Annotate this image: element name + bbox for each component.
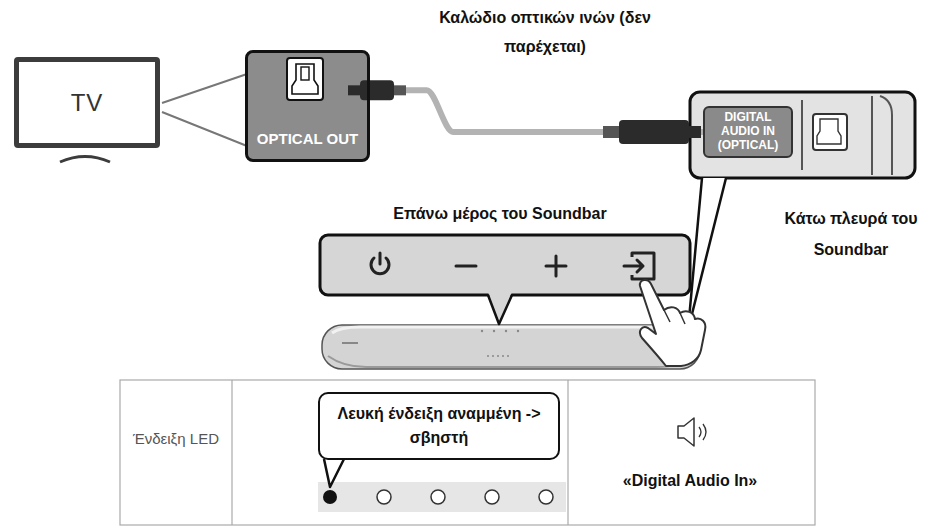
tv-stand bbox=[60, 157, 110, 163]
table-cell: «Digital Audio In» bbox=[580, 470, 800, 492]
node-text: TV bbox=[71, 89, 104, 117]
table-cell: Ένδειξη LED bbox=[131, 425, 221, 454]
cable-plug bbox=[392, 85, 406, 95]
hand-pointer bbox=[640, 280, 705, 366]
soundbar-shade bbox=[328, 356, 696, 367]
table-divider bbox=[231, 380, 232, 525]
optical-port bbox=[813, 114, 847, 150]
soundbar-highlight bbox=[332, 327, 692, 333]
callout-line bbox=[162, 112, 247, 146]
view-label: Επάνω μέρος του Soundbar bbox=[350, 203, 650, 225]
status-callout: Λευκή ένδειξη αναμμένη -> σβηστή bbox=[318, 392, 560, 460]
led-off bbox=[539, 490, 553, 504]
port-label: DIGITAL AUDIO IN (OPTICAL) bbox=[703, 106, 793, 158]
node-text: OPTICAL OUT bbox=[257, 130, 358, 147]
optical-port-shape bbox=[817, 119, 841, 144]
table-divider bbox=[567, 380, 568, 525]
button-panel bbox=[320, 235, 690, 295]
led-off bbox=[431, 490, 445, 504]
speaker-icon bbox=[699, 424, 706, 440]
node-text: DIGITAL AUDIO IN (OPTICAL) bbox=[709, 111, 787, 152]
port-panel: OPTICAL OUT bbox=[245, 50, 370, 162]
hand-pointer bbox=[664, 310, 685, 324]
table-frame bbox=[120, 380, 815, 525]
port-panel-fill bbox=[247, 52, 368, 160]
panel-edge bbox=[871, 96, 873, 175]
led-off bbox=[377, 490, 391, 504]
speaker-icon bbox=[678, 418, 694, 446]
cable-plug bbox=[619, 120, 689, 144]
cable-plug bbox=[603, 126, 621, 138]
soundbar-logo bbox=[342, 342, 358, 344]
soundbar-rear-panel bbox=[690, 92, 915, 178]
callout-pointer bbox=[488, 292, 512, 324]
callout-line bbox=[162, 74, 247, 103]
volume-up-icon bbox=[555, 256, 558, 276]
panel-edge bbox=[801, 100, 803, 170]
power-icon bbox=[379, 253, 382, 264]
callout-pointer bbox=[688, 178, 726, 330]
led-off bbox=[485, 490, 499, 504]
callout-pointer bbox=[488, 295, 512, 324]
soundbar-dots bbox=[481, 330, 519, 357]
input-icon bbox=[624, 260, 643, 272]
cable-plug bbox=[360, 80, 394, 100]
volume-down-icon bbox=[456, 265, 476, 268]
view-label: Κάτω πλευρά του Soundbar bbox=[776, 203, 926, 265]
optical-port-shape bbox=[301, 67, 309, 80]
panel-edge bbox=[880, 96, 892, 175]
node-text: Λευκή ένδειξη αναμμένη -> σβηστή bbox=[328, 402, 550, 450]
cable-label: Καλώδιο οπτικών ινών (δεν παρέχεται) bbox=[425, 4, 665, 62]
optical-port-shape bbox=[292, 64, 318, 94]
led-strip bbox=[318, 482, 566, 512]
cable-plug bbox=[348, 85, 361, 95]
optical-port bbox=[287, 58, 323, 100]
led-on bbox=[323, 490, 337, 504]
tv-screen: TV bbox=[14, 57, 160, 148]
cable-plug bbox=[687, 126, 701, 138]
callout-pointer bbox=[324, 459, 344, 487]
